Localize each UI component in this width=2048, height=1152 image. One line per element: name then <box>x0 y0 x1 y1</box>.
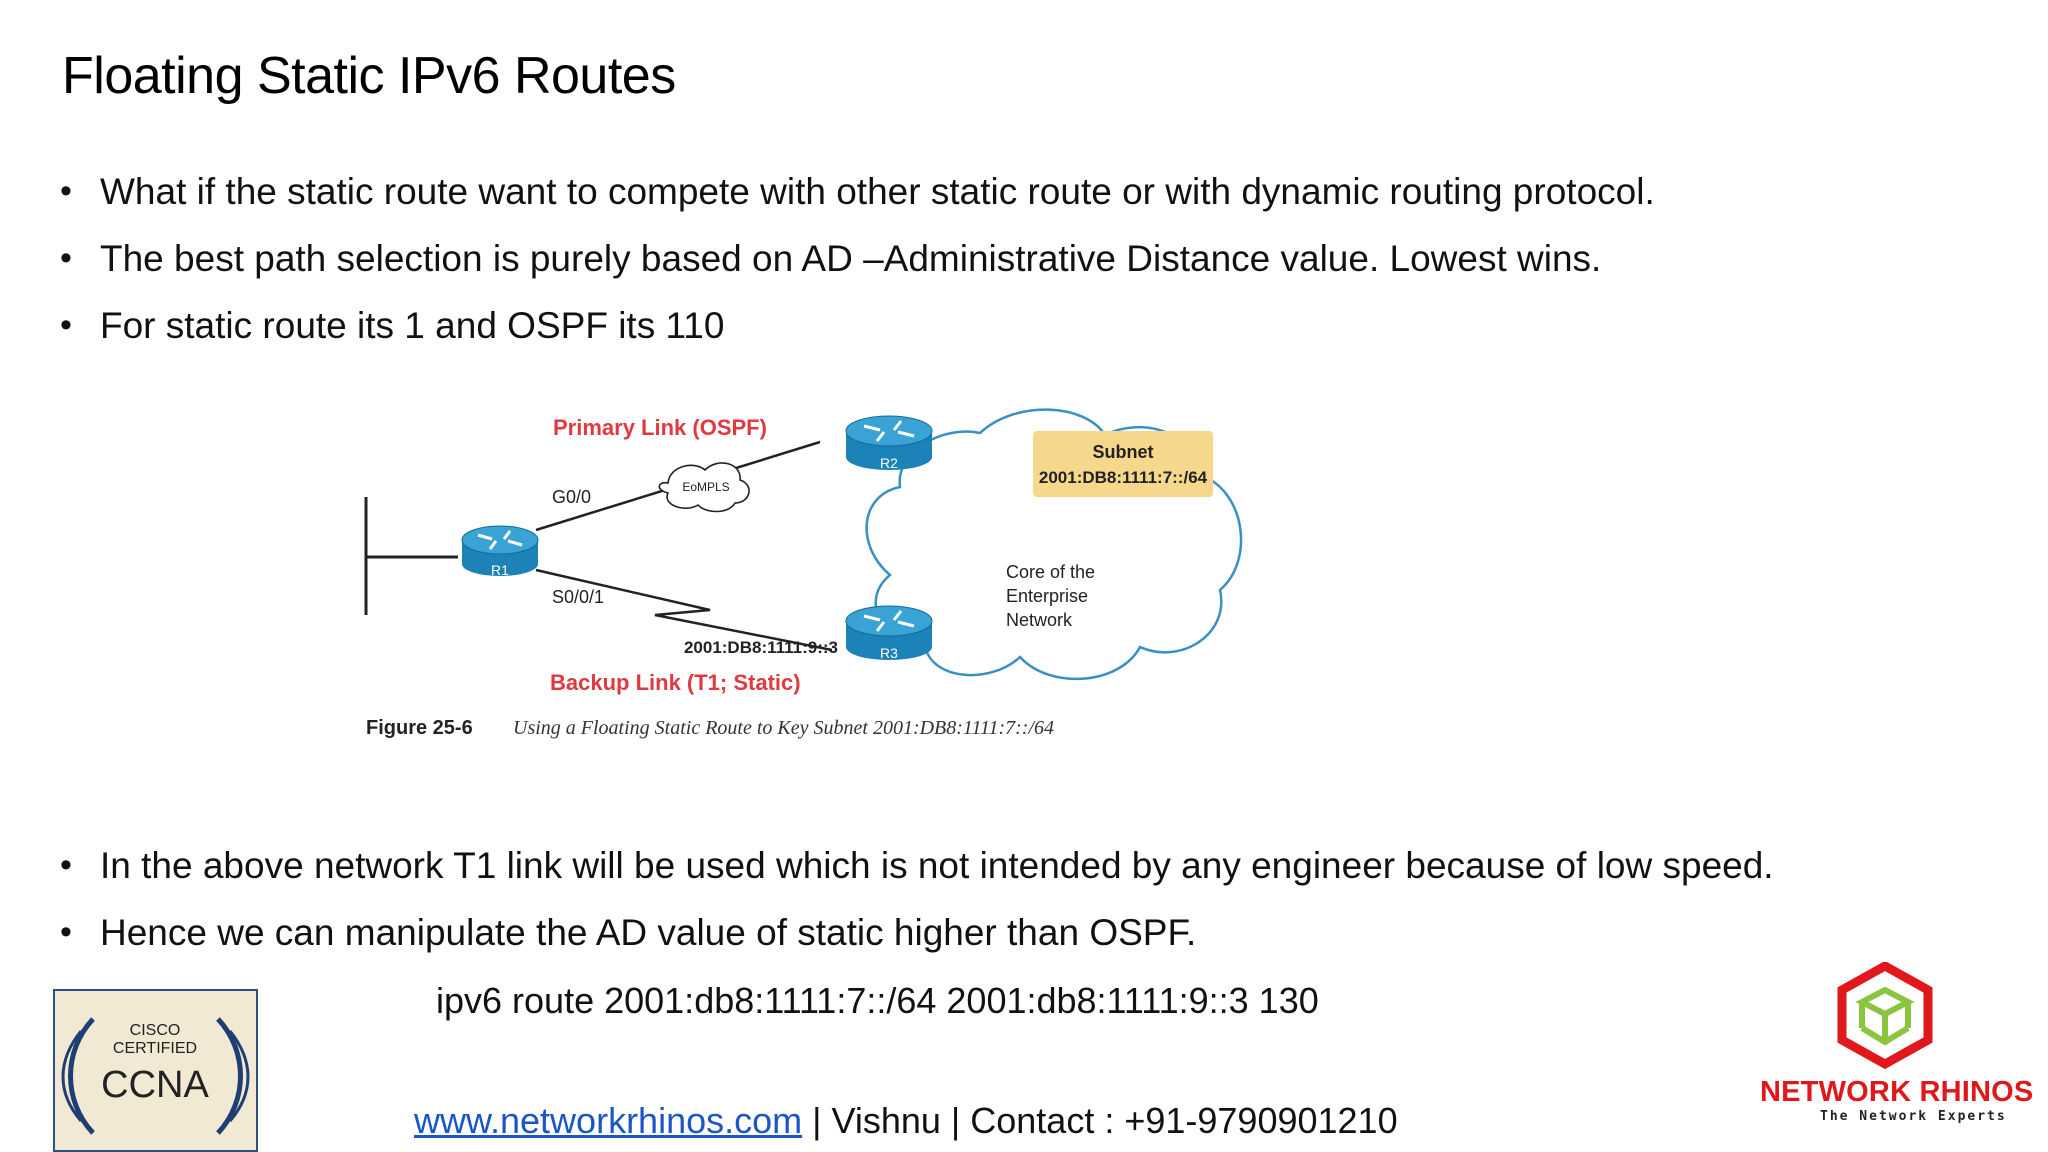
figure-caption-text: Using a Floating Static Route to Key Sub… <box>513 717 1054 739</box>
bullet-text: For static route its 1 and OSPF its 110 <box>100 305 725 346</box>
bullet-list-bottom: • In the above network T1 link will be us… <box>60 832 1774 966</box>
bullet-item: • What if the static route want to compet… <box>60 158 1655 225</box>
bullet-item: • In the above network T1 link will be us… <box>60 832 1774 899</box>
core-text-line2: Enterprise <box>1006 586 1088 606</box>
figure-caption-label: Figure 25-6 <box>366 717 473 739</box>
subnet-title: Subnet <box>1093 442 1154 462</box>
core-text-line1: Core of the <box>1006 562 1095 582</box>
primary-link-label: Primary Link (OSPF) <box>553 415 767 440</box>
network-rhinos-logo: NETWORK RHINOS The Network Experts <box>1752 962 2034 1124</box>
bullet-text: What if the static route want to compete… <box>100 171 1655 212</box>
bullet-item: • Hence we can manipulate the AD value of… <box>60 899 1774 966</box>
subnet-box: Subnet 2001:DB8:1111:7::/64 <box>1033 431 1213 497</box>
ccna-badge-logo: CISCO CERTIFIED CCNA <box>53 989 258 1152</box>
router-r3-label: R3 <box>880 645 898 661</box>
eompls-label: EoMPLS <box>682 480 729 494</box>
slide-title: Floating Static IPv6 Routes <box>62 47 676 105</box>
network-diagram: EoMPLS R1 R2 R3 Subne <box>364 408 1243 739</box>
router-r2: R2 <box>845 415 933 471</box>
backup-next-hop-address: 2001:DB8:1111:9::3 <box>684 638 838 657</box>
rhinos-brand-name: NETWORK RHINOS <box>1760 1076 2034 1108</box>
footer-contact-text: | Vishnu | Contact : +91-9790901210 <box>802 1100 1398 1141</box>
network-diagram-figure: EoMPLS R1 R2 R3 Subne <box>350 395 1255 765</box>
backup-link-line <box>535 568 833 652</box>
footer-contact: www.networkrhinos.com | Vishnu | Contact… <box>414 1100 1398 1142</box>
ccna-cisco-text: CISCO <box>130 1022 181 1039</box>
interface-g00-label: G0/0 <box>552 487 591 507</box>
bullet-dot: • <box>60 306 72 344</box>
bullet-item: • For static route its 1 and OSPF its 110 <box>60 292 1655 359</box>
bullet-list-top: • What if the static route want to compet… <box>60 158 1655 359</box>
rhinos-tagline: The Network Experts <box>1820 1109 2007 1124</box>
ccna-certified-text: CERTIFIED <box>113 1040 197 1057</box>
subnet-address: 2001:DB8:1111:7::/64 <box>1039 468 1208 487</box>
rhinos-cube-icon <box>1837 962 1933 1070</box>
ccna-badge-graphic: CISCO CERTIFIED CCNA <box>61 1017 250 1135</box>
bullet-text: In the above network T1 link will be use… <box>100 845 1774 886</box>
ccna-main-text: CCNA <box>101 1064 209 1106</box>
bullet-dot: • <box>60 913 72 951</box>
bullet-dot: • <box>60 172 72 210</box>
router-r1: R1 <box>461 525 539 578</box>
bullet-dot: • <box>60 239 72 277</box>
bullet-text: The best path selection is purely based … <box>100 238 1602 279</box>
router-r1-label: R1 <box>491 562 509 578</box>
router-r3: R3 <box>845 605 933 661</box>
router-r2-label: R2 <box>880 455 898 471</box>
bullet-item: • The best path selection is purely based… <box>60 225 1655 292</box>
eompls-cloud: EoMPLS <box>658 462 750 513</box>
bullet-dot: • <box>60 846 72 884</box>
interface-s001-label: S0/0/1 <box>552 587 604 607</box>
bullet-text: Hence we can manipulate the AD value of … <box>100 912 1197 953</box>
website-link[interactable]: www.networkrhinos.com <box>414 1100 803 1141</box>
ipv6-route-command: ipv6 route 2001:db8:1111:7::/64 2001:db8… <box>436 980 1319 1021</box>
core-text-line3: Network <box>1006 610 1073 630</box>
backup-link-label: Backup Link (T1; Static) <box>550 670 801 695</box>
